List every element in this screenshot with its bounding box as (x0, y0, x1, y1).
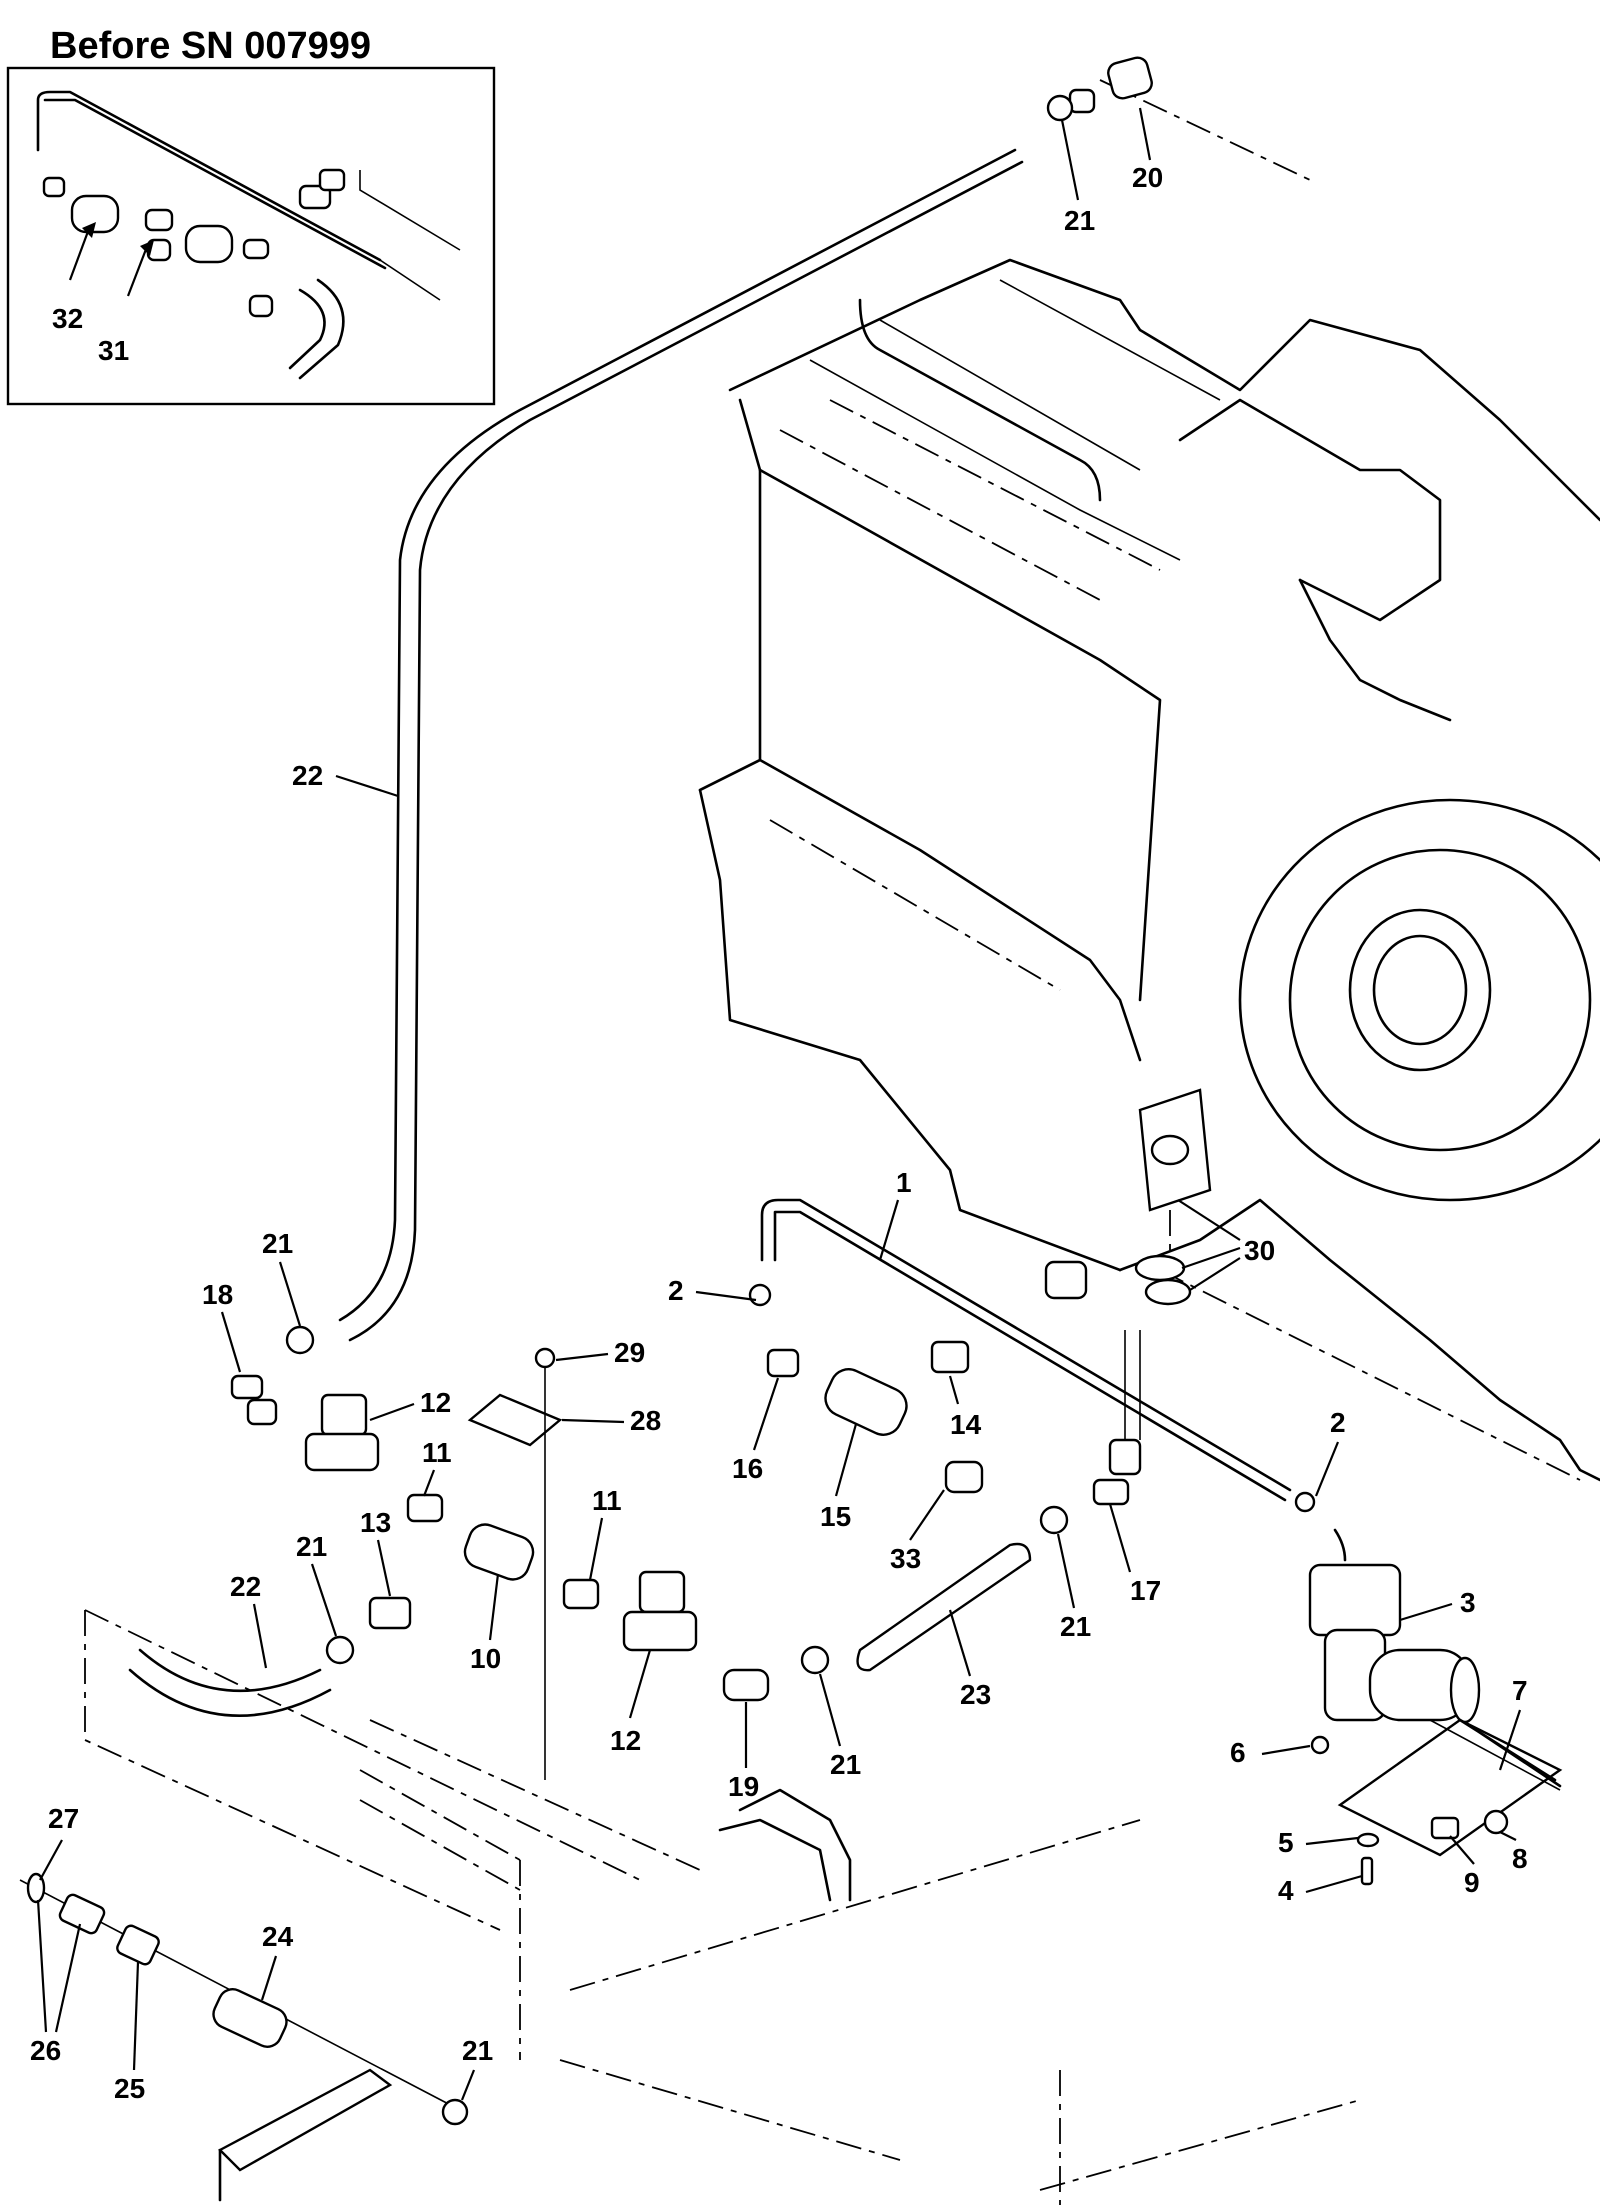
callout-12-upper: 12 (420, 1387, 451, 1418)
callout-28: 28 (630, 1405, 661, 1436)
callout-21-top: 21 (1064, 205, 1095, 236)
callout-12-lower: 12 (610, 1725, 641, 1756)
callout-26: 26 (30, 2035, 61, 2066)
callout-16: 16 (732, 1453, 763, 1484)
hoses (128, 148, 1292, 1718)
callout-21-left: 21 (296, 1531, 327, 1562)
callout-5: 5 (1278, 1827, 1294, 1858)
inset-title: Before SN 007999 (50, 25, 371, 67)
callout-23: 23 (960, 1679, 991, 1710)
callout-18: 18 (202, 1279, 233, 1310)
callout-21-right: 21 (1060, 1611, 1091, 1642)
callout-21-bottom: 21 (462, 2035, 493, 2066)
callout-13: 13 (360, 1507, 391, 1538)
callout-2-left: 2 (668, 1275, 684, 1306)
callout-11-left: 11 (422, 1437, 452, 1468)
callout-6: 6 (1230, 1737, 1246, 1768)
callout-20: 20 (1132, 162, 1163, 193)
callout-29: 29 (614, 1337, 645, 1368)
callout-1: 1 (896, 1167, 912, 1198)
callout-3: 3 (1460, 1587, 1476, 1618)
callout-14: 14 (950, 1409, 982, 1440)
callout-22-lower: 22 (230, 1571, 261, 1602)
callout-25: 25 (114, 2073, 145, 2104)
callout-2-right: 2 (1330, 1407, 1346, 1438)
callout-21-lower: 21 (830, 1749, 861, 1780)
callout-11-right: 11 (592, 1485, 622, 1516)
callout-8: 8 (1512, 1843, 1528, 1874)
tank-assembly (698, 79, 1600, 1482)
valve-assembly (1308, 1528, 1563, 1886)
callout-30: 30 (1244, 1235, 1275, 1266)
frame-assembly (84, 1609, 1361, 2205)
callout-22-upper: 22 (292, 760, 323, 791)
fittings (230, 56, 1316, 1780)
inset-panel: Before SN 007999 (6, 25, 496, 406)
callout-24: 24 (262, 1921, 294, 1952)
lower-fittings (19, 1872, 469, 2202)
callout-9: 9 (1464, 1867, 1480, 1898)
callout-labels: 32 31 20 21 22 1 2 30 21 18 29 12 28 14 … (30, 107, 1528, 2104)
callout-27: 27 (48, 1803, 79, 1834)
callout-21-mid: 21 (262, 1228, 293, 1259)
callout-17: 17 (1130, 1575, 1161, 1606)
callout-32: 32 (52, 303, 83, 334)
callout-19: 19 (728, 1771, 759, 1802)
callout-15: 15 (820, 1501, 851, 1532)
callout-33: 33 (890, 1543, 921, 1574)
callout-4: 4 (1278, 1875, 1294, 1906)
callout-7: 7 (1512, 1675, 1528, 1706)
callout-31: 31 (98, 335, 129, 366)
callout-10: 10 (470, 1643, 501, 1674)
